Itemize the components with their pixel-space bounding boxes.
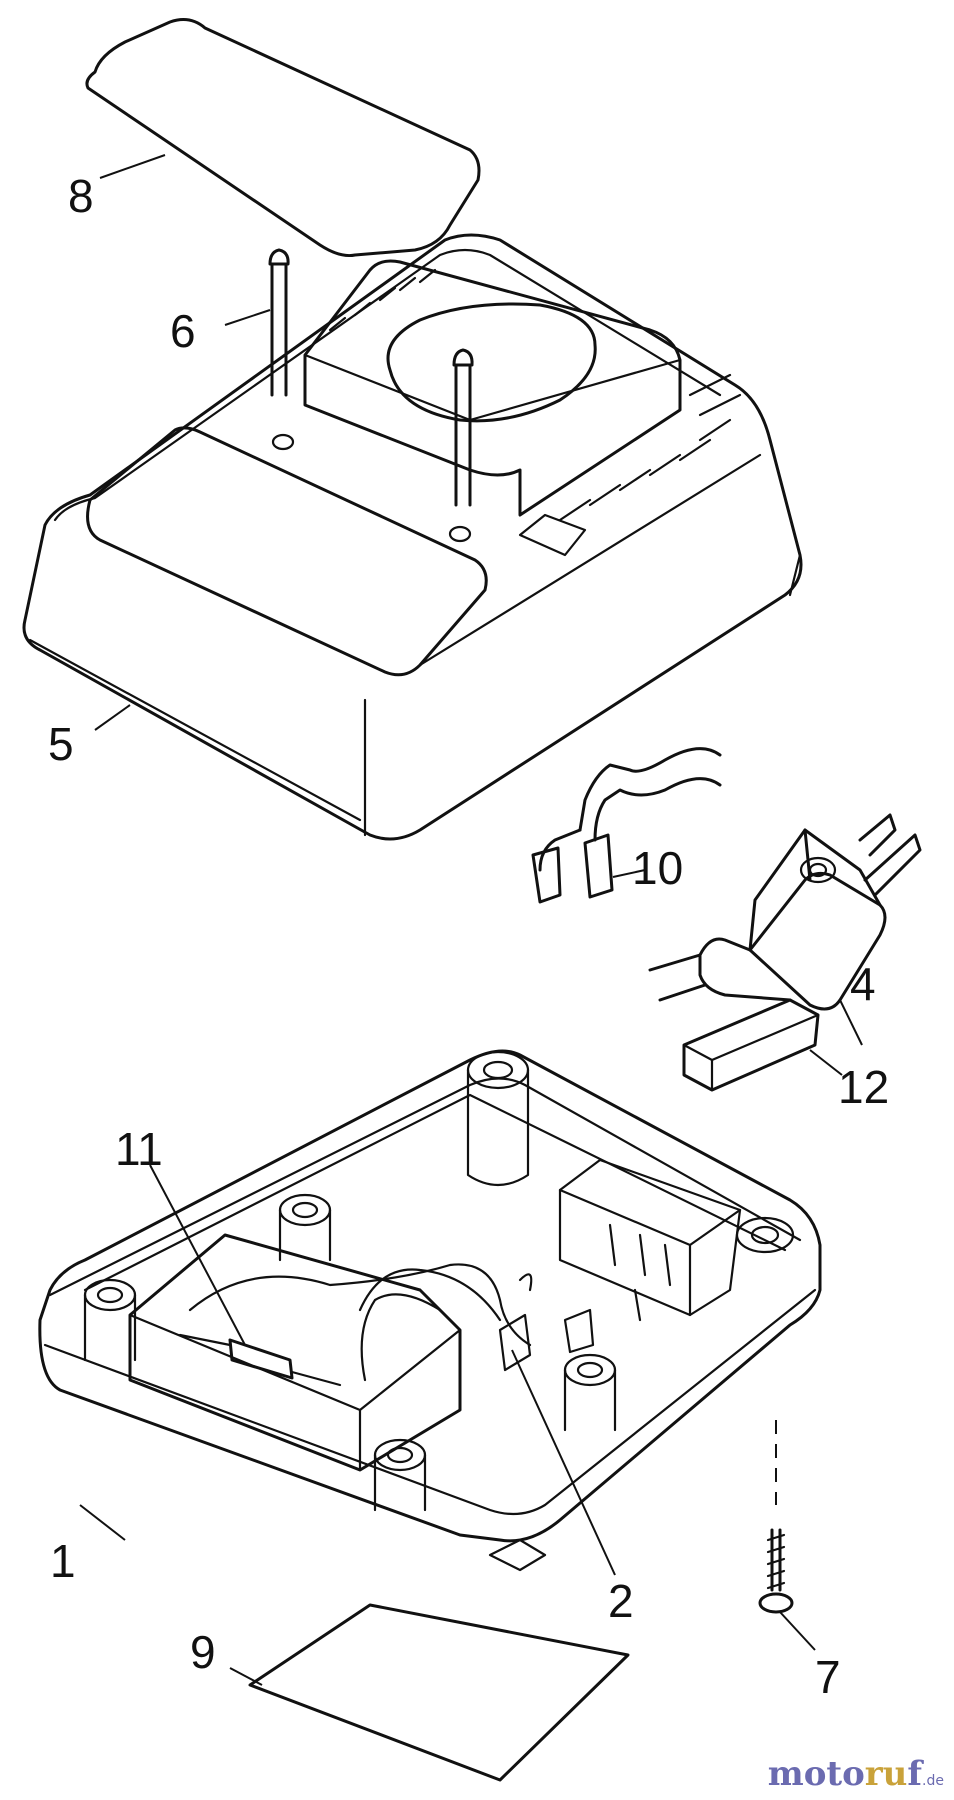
part-8-label-plate <box>85 18 481 257</box>
watermark-suffix: .de <box>922 1773 944 1789</box>
callout-1: 1 <box>50 1535 76 1587</box>
callout-5: 5 <box>48 718 74 770</box>
callout-9: 9 <box>190 1626 216 1678</box>
watermark-part2: ru <box>864 1754 908 1794</box>
callout-8: 8 <box>68 170 94 222</box>
callout-4: 4 <box>850 958 876 1010</box>
part-1-base-housing <box>38 1049 822 1576</box>
part-9-bottom-label <box>229 1603 630 1782</box>
watermark-part3: f <box>907 1754 923 1794</box>
callout-11: 11 <box>115 1123 163 1175</box>
part-6-pins <box>224 248 474 543</box>
part-4-power-plug <box>648 813 922 1046</box>
watermark-logo: motoruf.de <box>768 1754 944 1794</box>
callout-7: 7 <box>815 1651 841 1703</box>
part-11-resistor <box>149 1164 342 1387</box>
callout-6: 6 <box>170 305 196 357</box>
part-5-upper-housing <box>22 233 803 841</box>
part-10-connector-leads <box>531 747 722 904</box>
watermark-part1: moto <box>767 1754 865 1794</box>
callout-12: 12 <box>838 1061 889 1113</box>
part-12-foam-pad <box>682 998 843 1092</box>
callout-2: 2 <box>608 1575 634 1627</box>
part-7-screw <box>758 1420 816 1651</box>
callout-10: 10 <box>632 842 683 894</box>
